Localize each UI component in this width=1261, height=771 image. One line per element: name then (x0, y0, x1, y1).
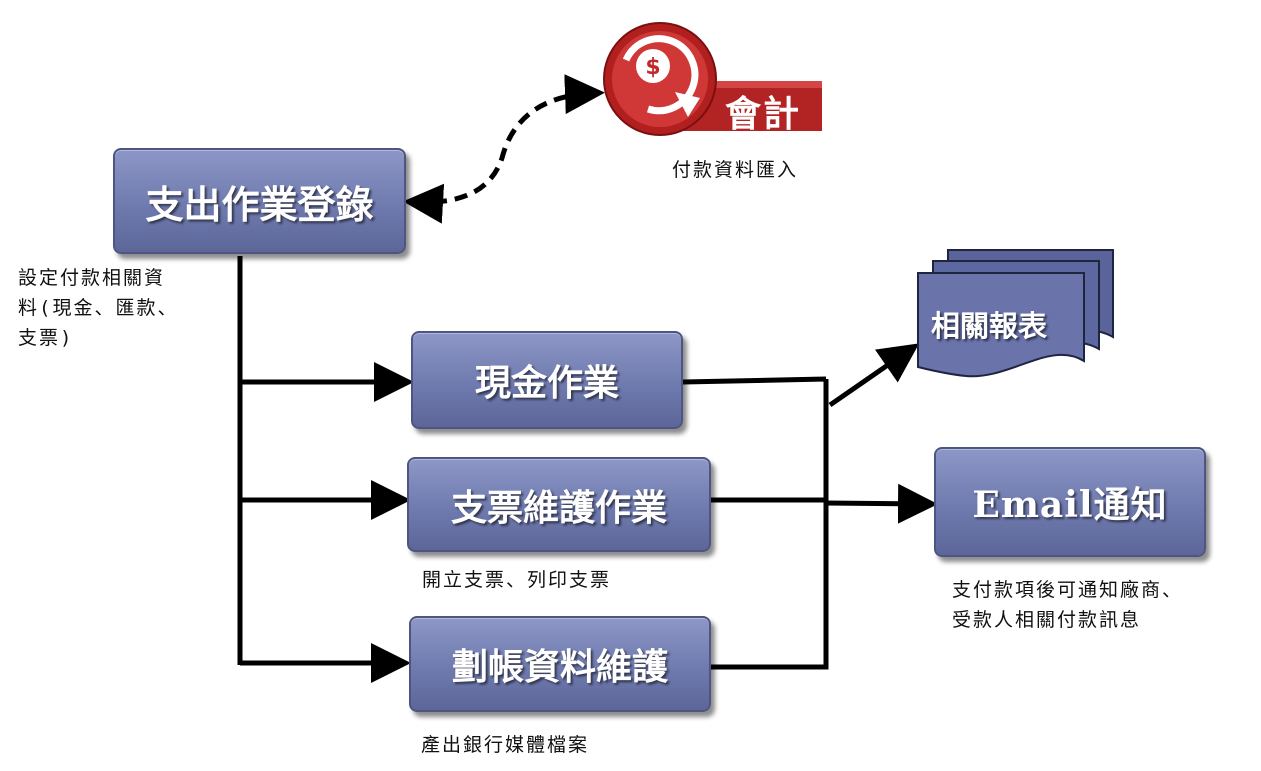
cheque-box-label: 支票維護作業 (450, 486, 667, 529)
register-box-label: 支出作業登錄 (145, 181, 374, 227)
email-box-label: Email通知 (972, 484, 1168, 526)
transfer-box[interactable]: 劃帳資料維護 (409, 616, 711, 712)
cash-box-label: 現金作業 (474, 362, 619, 404)
accounting-caption: 付款資料匯入 (672, 159, 799, 181)
reports-label: 相關報表 (931, 309, 1048, 343)
stacked-documents-icon (917, 249, 1114, 378)
email-note: 支付款項後可通知廠商、 受款人相關付款訊息 (952, 575, 1183, 635)
email-note-line: 支付款項後可通知廠商、 (952, 579, 1184, 601)
transfer-box-label: 劃帳資料維護 (451, 646, 668, 688)
register-box[interactable]: 支出作業登錄 (113, 148, 406, 254)
cheque-box[interactable]: 支票維護作業 (407, 457, 711, 552)
register-note-line: 料(現金、匯款、 (18, 297, 179, 319)
cash-box[interactable]: 現金作業 (411, 331, 683, 429)
email-note-line: 受款人相關付款訊息 (952, 609, 1142, 631)
register-note: 設定付款相關資 料(現金、匯款、 支票) (18, 263, 178, 353)
arrow-to-reports (828, 343, 920, 408)
register-note-line: 支票) (18, 327, 74, 349)
svg-text:$: $ (645, 55, 660, 80)
email-box[interactable]: Email通知 (934, 447, 1206, 557)
dashed-link-accounting (403, 74, 605, 224)
register-note-line: 設定付款相關資 (18, 267, 166, 289)
arrow-to-email (825, 483, 938, 524)
dollar-coin-arrow-icon: $ (603, 22, 717, 136)
merge-line (682, 376, 829, 670)
accounting-label: 會計 (725, 93, 802, 135)
cheque-note: 開立支票、列印支票 (422, 569, 612, 591)
transfer-note: 產出銀行媒體檔案 (421, 734, 590, 756)
